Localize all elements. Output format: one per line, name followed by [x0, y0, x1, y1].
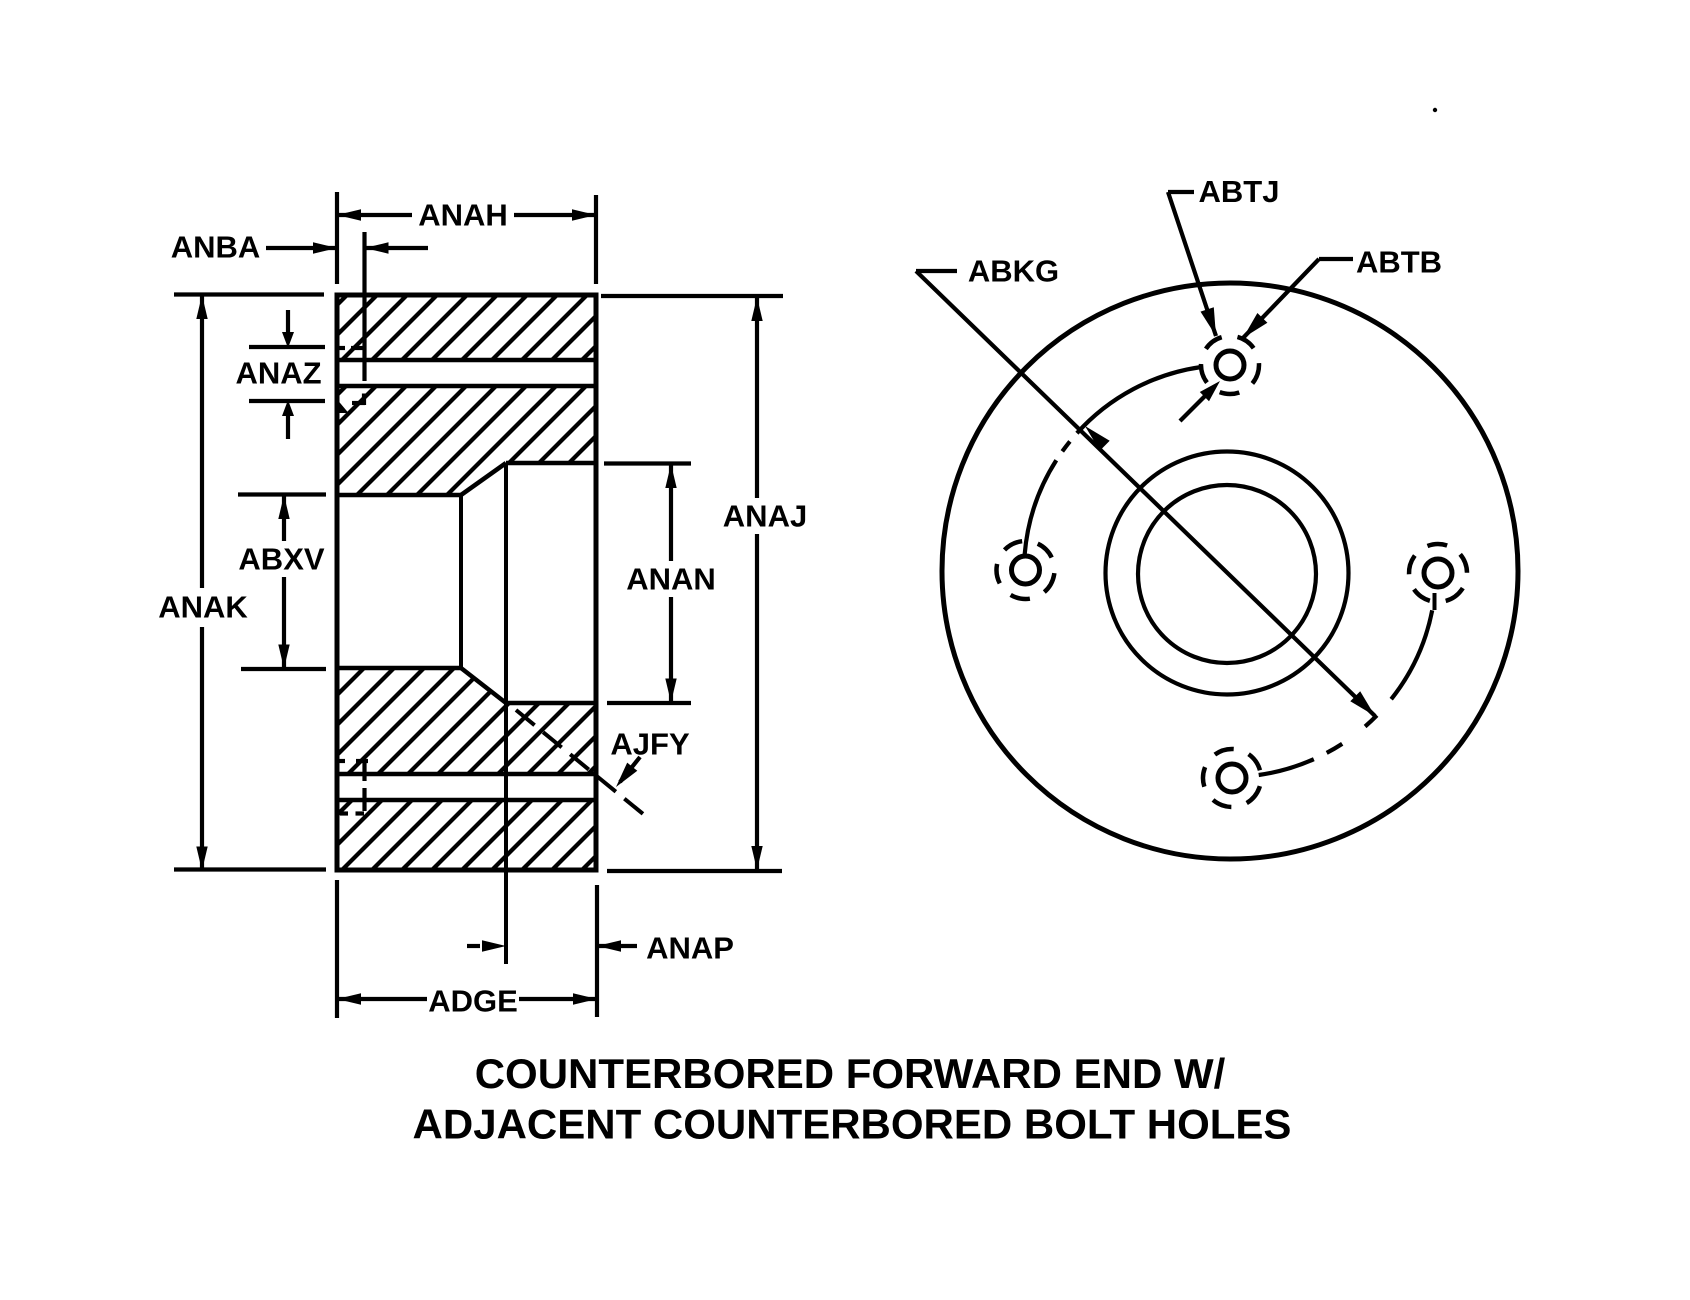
svg-text:ABKG: ABKG — [968, 254, 1059, 289]
svg-text:ANAH: ANAH — [418, 198, 508, 233]
svg-text:ANAK: ANAK — [158, 590, 248, 625]
svg-text:ANAZ: ANAZ — [235, 356, 321, 391]
svg-text:ADJACENT COUNTERBORED BOLT HOL: ADJACENT COUNTERBORED BOLT HOLES — [413, 1101, 1292, 1148]
svg-text:ADGE: ADGE — [428, 984, 518, 1019]
svg-text:ANBA: ANBA — [171, 230, 261, 265]
svg-text:ANAJ: ANAJ — [723, 499, 807, 534]
svg-text:AJFY: AJFY — [610, 727, 690, 762]
svg-text:ABTJ: ABTJ — [1199, 174, 1280, 209]
svg-text:ABXV: ABXV — [238, 542, 324, 577]
svg-text:ABTB: ABTB — [1356, 245, 1442, 280]
svg-text:ANAP: ANAP — [646, 931, 734, 966]
svg-text:ANAN: ANAN — [626, 562, 716, 597]
svg-text:COUNTERBORED FORWARD END W/: COUNTERBORED FORWARD END W/ — [475, 1050, 1226, 1097]
